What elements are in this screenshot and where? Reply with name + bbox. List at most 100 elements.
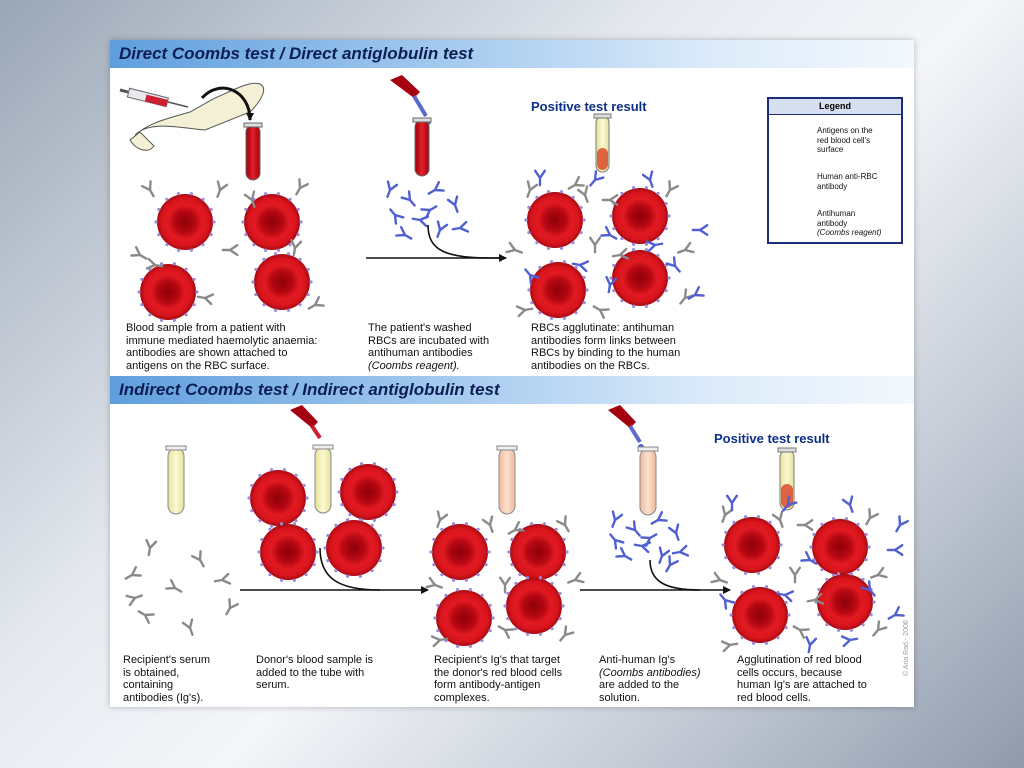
antigen-dot <box>392 502 396 507</box>
red-blood-cell <box>340 464 396 520</box>
antigen-dot <box>524 218 528 222</box>
antigen-dot <box>612 263 616 268</box>
human-antibody <box>505 241 525 259</box>
human-antibody <box>165 579 185 597</box>
antihuman-antibody <box>691 223 709 237</box>
antigen-dot <box>195 290 199 294</box>
human-antibody <box>515 302 535 318</box>
antigen-dot <box>506 591 510 596</box>
human-antibody <box>771 510 789 530</box>
human-antibody <box>221 598 239 618</box>
antigen-dot <box>262 303 266 307</box>
antigen-dot <box>812 532 816 537</box>
antigen-dot <box>861 623 865 627</box>
antigen-dot <box>721 543 725 547</box>
curved-arrow-icon <box>200 86 254 121</box>
antigen-dot <box>345 518 350 522</box>
antigen-dot <box>455 644 460 648</box>
antigen-dot <box>856 522 860 526</box>
antigen-dot <box>334 569 338 573</box>
antigen-dot <box>562 260 567 264</box>
antihuman-antibody <box>653 546 671 566</box>
antigen-dot <box>209 207 213 212</box>
antigen-dot <box>491 616 495 620</box>
antigen-dot <box>776 555 780 560</box>
human-antibody <box>789 566 801 584</box>
antigen-dot <box>263 192 268 196</box>
antigen-dot <box>571 195 575 199</box>
human-antibody <box>716 505 734 525</box>
antigen-dot <box>550 581 554 585</box>
antigen-dot <box>372 462 377 466</box>
dropper-icon <box>608 405 644 450</box>
antigen-dot <box>157 207 161 212</box>
antigen-dot <box>559 190 564 194</box>
antigen-dot <box>340 502 344 507</box>
antigen-dot <box>269 524 274 528</box>
antigen-dot <box>292 578 297 582</box>
antihuman-antibody <box>891 515 909 535</box>
antigen-dot <box>212 220 216 224</box>
antigen-dot <box>254 267 258 272</box>
antigen-dot <box>340 477 344 482</box>
coombs-diagram: Direct Coombs test / Direct antiglobulin… <box>110 40 914 707</box>
antigen-dot <box>768 520 772 524</box>
human-antibody <box>720 637 740 653</box>
antigen-dot <box>433 616 437 620</box>
antigen-dot <box>656 237 660 241</box>
human-antibody <box>861 508 879 528</box>
antigen-dot <box>503 604 507 608</box>
antigen-dot <box>867 545 871 549</box>
antigen-dot <box>574 311 578 315</box>
antigen-dot <box>574 265 578 269</box>
antigen-dot <box>756 515 761 519</box>
red-blood-cell <box>527 192 583 248</box>
red-blood-cell <box>436 590 492 646</box>
antigen-dot <box>729 613 733 617</box>
antigen-dot <box>305 496 309 500</box>
antigen-dot <box>579 205 583 210</box>
antigen-dot <box>358 574 363 578</box>
human-antibody <box>125 589 145 607</box>
red-blood-cell <box>510 524 566 580</box>
antigen-dot <box>294 473 298 477</box>
human-antibody <box>142 538 158 558</box>
human-antibody <box>590 301 610 319</box>
antibody-cluster <box>381 180 470 244</box>
antigen-dot <box>849 628 854 632</box>
human-antibody <box>122 566 142 584</box>
syringe-icon <box>119 87 189 108</box>
antigen-dot <box>514 627 518 631</box>
antigen-dot <box>241 220 245 224</box>
serum-tube-icon <box>165 445 187 515</box>
agglutinated-rbc-cluster <box>505 169 709 320</box>
antihuman-antibody <box>667 523 685 543</box>
antigen-dot <box>817 612 821 617</box>
antigen-dot <box>276 248 281 252</box>
antigen-dot <box>844 517 849 521</box>
antigen-dot <box>535 241 539 245</box>
red-blood-cell <box>530 262 586 318</box>
antigen-dot <box>302 508 306 513</box>
antigen-dot <box>468 644 473 648</box>
human-antibody <box>191 550 209 570</box>
antihuman-antibody <box>410 212 430 228</box>
antigen-dot <box>812 557 816 562</box>
antigen-dot <box>743 515 748 519</box>
red-blood-cell <box>260 524 316 580</box>
antigen-dot <box>558 616 562 621</box>
test-tube-icon <box>412 117 432 177</box>
antigen-dot <box>869 612 873 617</box>
human-antibody <box>211 180 229 200</box>
antihuman-antibody <box>641 170 659 190</box>
antigen-dot <box>326 533 330 538</box>
antigen-dot <box>268 573 272 577</box>
rbc-cluster <box>130 178 325 322</box>
antigen-dot <box>312 562 316 567</box>
antigen-dot <box>302 483 306 488</box>
antigen-dot <box>384 513 388 517</box>
antigen-dot <box>582 218 586 222</box>
antigen-dot <box>529 522 534 526</box>
antigen-dot <box>260 562 264 567</box>
antigen-dot <box>864 557 868 562</box>
